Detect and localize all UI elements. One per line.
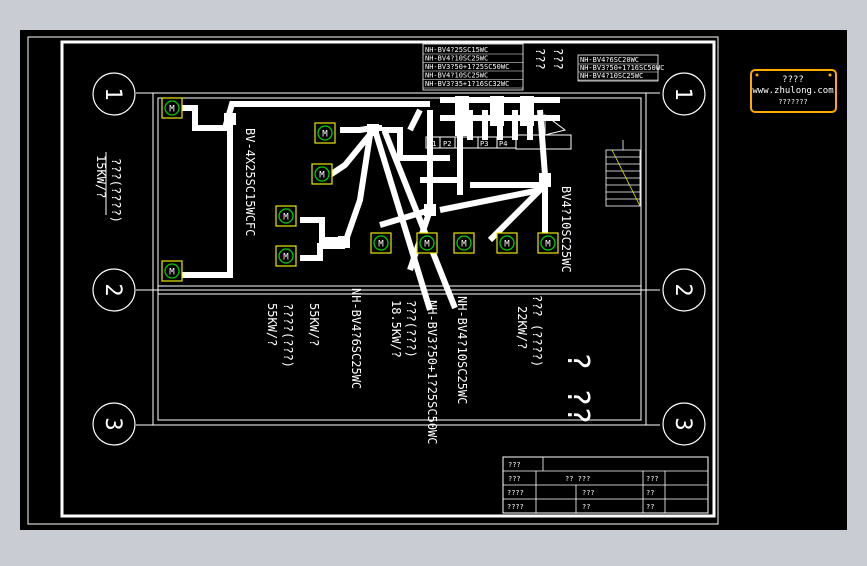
top-cable-label: NH-BV3?35+1?16SC32WC: [425, 80, 509, 88]
motor-symbol[interactable]: M: [537, 232, 559, 254]
motor-letter: M: [169, 268, 175, 278]
top-cable-label: NH-BV4?10SC25WC: [425, 55, 488, 63]
motor-letter: M: [283, 213, 289, 223]
inner-border: [60, 40, 716, 518]
right-cable-label: NH-BV4?10SC25WC: [580, 72, 643, 80]
motor-symbols[interactable]: M M M M M M M M M M M: [161, 97, 559, 282]
axis-bubble-2-right[interactable]: 2: [662, 268, 706, 312]
top-cable-label: NH-BV4?10SC25WC: [425, 72, 488, 80]
axis-number: 2: [670, 283, 695, 296]
title-block-cell: ????: [507, 489, 524, 497]
load-a-power: 55KW/?: [307, 303, 321, 346]
motor-symbol[interactable]: M: [275, 245, 297, 267]
load-b-label: ???(???): [404, 300, 418, 358]
room-label: ? ??: [560, 352, 595, 424]
axis-number: 1: [100, 87, 125, 100]
cable-label-right: BV4?10SC25WC: [559, 186, 573, 273]
top-question-2: ???: [551, 48, 565, 70]
title-block-cell: ???: [646, 475, 659, 483]
load-a-label: ????(???): [281, 303, 295, 368]
right-cable-schedule: NH-BV4?6SC20WCNH-BV3?50+1?16SC50WCNH-BV4…: [577, 54, 664, 82]
title-block-cell: ???: [508, 461, 521, 469]
motor-symbol[interactable]: M: [314, 122, 336, 144]
motor-symbol[interactable]: M: [311, 163, 333, 185]
motor-symbol[interactable]: M: [161, 260, 183, 282]
outer-border: [27, 36, 719, 525]
drawing-title: ?? ???: [565, 475, 590, 483]
right-cable-label: NH-BV4?6SC20WC: [580, 56, 639, 64]
motor-letter: M: [283, 253, 289, 263]
title-block-cell: ????: [507, 503, 524, 511]
axis-number: 1: [670, 87, 695, 100]
axis-bubble-3-left[interactable]: 3: [92, 402, 136, 446]
logo-url: www.zhulong.com: [752, 86, 833, 96]
title-block[interactable]: ??? ??? ?? ??? ??? ???? ??? ?? ???? ?? ?…: [502, 456, 709, 514]
right-cable-label: NH-BV3?50+1?16SC50WC: [580, 64, 664, 72]
axis-number: 3: [100, 417, 125, 430]
top-cable-label: NH-BV4?25SC15WC: [425, 46, 488, 54]
building-outline: [152, 92, 647, 426]
axis-bubble-1-left[interactable]: 1: [92, 72, 136, 116]
motor-symbol[interactable]: M: [370, 232, 392, 254]
load-c-power: 22KW/?: [515, 306, 529, 349]
load-label-left: ???(????): [109, 158, 123, 223]
cable-label-left: BV-4X25SC15WCFC: [243, 128, 257, 236]
zhulong-logo[interactable]: ???? www.zhulong.com ???????: [750, 69, 837, 113]
axis-number: 3: [670, 417, 695, 430]
motor-symbol[interactable]: M: [496, 232, 518, 254]
panel-label: P2: [443, 140, 451, 148]
title-block-cell: ???: [508, 475, 521, 483]
cable-label-bottom-3: NH-BV4?10SC25WC: [455, 296, 469, 404]
title-block-cell: ??: [582, 503, 590, 511]
axis-bubble-3-right[interactable]: 3: [662, 402, 706, 446]
top-cable-label: NH-BV3?50+1?25SC50WC: [425, 63, 509, 71]
motor-letter: M: [461, 240, 467, 250]
cable-label-bottom-2: NH-BV3?50+1?25SC50WC: [425, 300, 439, 445]
axis-bubble-2-left[interactable]: 2: [92, 268, 136, 312]
title-block-cell: ??: [646, 489, 654, 497]
motor-symbol[interactable]: M: [275, 205, 297, 227]
motor-symbol[interactable]: M: [453, 232, 475, 254]
motor-symbol[interactable]: M: [416, 232, 438, 254]
motor-letter: M: [322, 130, 328, 140]
panel-label: P4: [499, 140, 507, 148]
axis-number: 2: [100, 283, 125, 296]
motor-letter: M: [545, 240, 551, 250]
panel-label: P3: [480, 140, 488, 148]
load-a-power-2: 55KW/?: [265, 303, 279, 346]
logo-title: ????: [782, 75, 804, 85]
logo-tagline: ???????: [778, 98, 808, 106]
motor-letter: M: [504, 240, 510, 250]
axis-bubble-1-right[interactable]: 1: [662, 72, 706, 116]
title-block-cell: ??: [646, 503, 654, 511]
axis-bubbles: 1 1 2 2 3 3: [92, 72, 706, 446]
title-block-cell: ???: [582, 489, 595, 497]
cable-label-bottom-1: NH-BV4?6SC25WC: [349, 288, 363, 389]
top-question: ???: [533, 48, 547, 70]
panel-label: P1: [428, 140, 436, 148]
cable-junctions: [224, 96, 551, 248]
model-space[interactable]: [20, 30, 847, 530]
motor-letter: M: [378, 240, 384, 250]
top-cable-schedule: NH-BV4?25SC15WCNH-BV4?10SC25WCNH-BV3?50+…: [422, 43, 524, 91]
load-b-power: 18.5KW/?: [389, 300, 403, 358]
stair-symbol: [605, 140, 641, 207]
motor-letter: M: [424, 240, 430, 250]
motor-letter: M: [169, 105, 175, 115]
distribution-panel[interactable]: P1 P2 P3 P4: [425, 114, 572, 150]
load-c-label: ??? (????): [530, 295, 544, 367]
motor-symbol[interactable]: M: [161, 97, 183, 119]
load-power-left: 15KW/?: [94, 155, 108, 198]
motor-letter: M: [319, 171, 325, 181]
